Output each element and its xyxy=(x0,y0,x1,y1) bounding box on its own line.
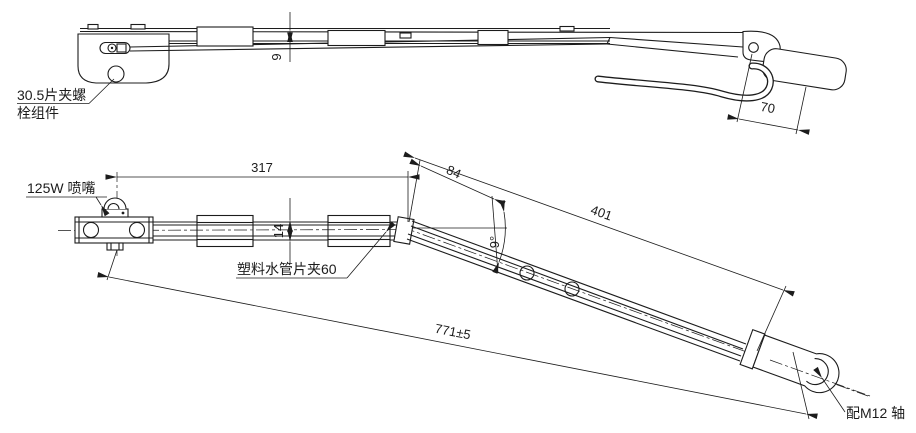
centerline-horizontal xyxy=(57,229,413,231)
strip-notch xyxy=(399,32,412,39)
dim-hook-offset: 70 xyxy=(727,53,810,135)
dim-hook-offset-text: 70 xyxy=(759,99,776,116)
hose-clip-plan-1 xyxy=(196,214,254,248)
top-view: 9 70 30.5片夹螺 栓组件 xyxy=(17,12,847,135)
nozzle-nut xyxy=(106,242,124,251)
arm-taper-bottom xyxy=(606,43,739,58)
dim-401-text: 401 xyxy=(589,202,614,223)
hose-clip-plan-2 xyxy=(327,214,391,248)
hose-clip-top-2 xyxy=(327,29,386,47)
label-blade-clip: 30.5片夹螺 栓组件 xyxy=(17,78,115,121)
bottom-view: 317 84 401 9° 14 xyxy=(26,151,905,421)
clip-bolt-hole xyxy=(107,65,125,83)
label-shaft-text: 配M12 轴 xyxy=(846,405,905,421)
strip-tab-1 xyxy=(87,23,99,30)
dim-strip-thickness-text: 9 xyxy=(269,53,284,60)
dim-strip-width: 14 xyxy=(271,198,293,264)
dim-401: 401 xyxy=(403,151,795,352)
dim-771-text: 771±5 xyxy=(434,321,472,343)
dim-strip-thickness: 9 xyxy=(269,12,293,62)
arm-taper-top xyxy=(609,36,744,48)
adapter-hole-left xyxy=(82,221,100,239)
strip-tab-2 xyxy=(130,23,146,30)
slot-insert xyxy=(116,43,127,53)
dim-317: 317 xyxy=(105,160,420,222)
pivot-cap-plan xyxy=(752,334,840,394)
adapter-slot xyxy=(99,41,131,55)
arm-joint xyxy=(606,37,611,45)
label-hose-clip: 塑料水管片夹60 xyxy=(236,221,396,279)
label-hose-clip-text: 塑料水管片夹60 xyxy=(237,261,337,277)
nozzle xyxy=(101,197,129,218)
dim-strip-width-text: 14 xyxy=(271,224,286,238)
label-blade-clip-line2: 栓组件 xyxy=(17,105,59,121)
label-shaft: 配M12 轴 xyxy=(813,366,905,421)
bolt-head xyxy=(107,43,117,53)
dim-angle-text: 9° xyxy=(487,236,502,248)
dim-angle: 9° xyxy=(412,200,507,274)
hose-clip-top-1 xyxy=(196,26,254,47)
strip-tab-3 xyxy=(559,25,575,32)
pivot-cap-top-view xyxy=(762,48,847,91)
dim-317-text: 317 xyxy=(251,160,273,175)
label-nozzle: 125W 喷嘴 xyxy=(26,180,110,217)
strip-upper-edge xyxy=(79,30,749,34)
arm-spring-bottom xyxy=(129,43,608,52)
label-nozzle-text: 125W 喷嘴 xyxy=(27,180,95,196)
dim-771: 771±5 xyxy=(97,249,818,420)
pivot-hole xyxy=(748,42,759,53)
bolt-center xyxy=(110,46,114,50)
blade-adapter-plan xyxy=(74,216,154,244)
hose-hook xyxy=(594,62,774,102)
label-blade-clip-line1: 30.5片夹螺 xyxy=(17,87,86,103)
adapter-hole-right xyxy=(128,221,146,239)
hose-clip-top-3 xyxy=(477,29,509,46)
